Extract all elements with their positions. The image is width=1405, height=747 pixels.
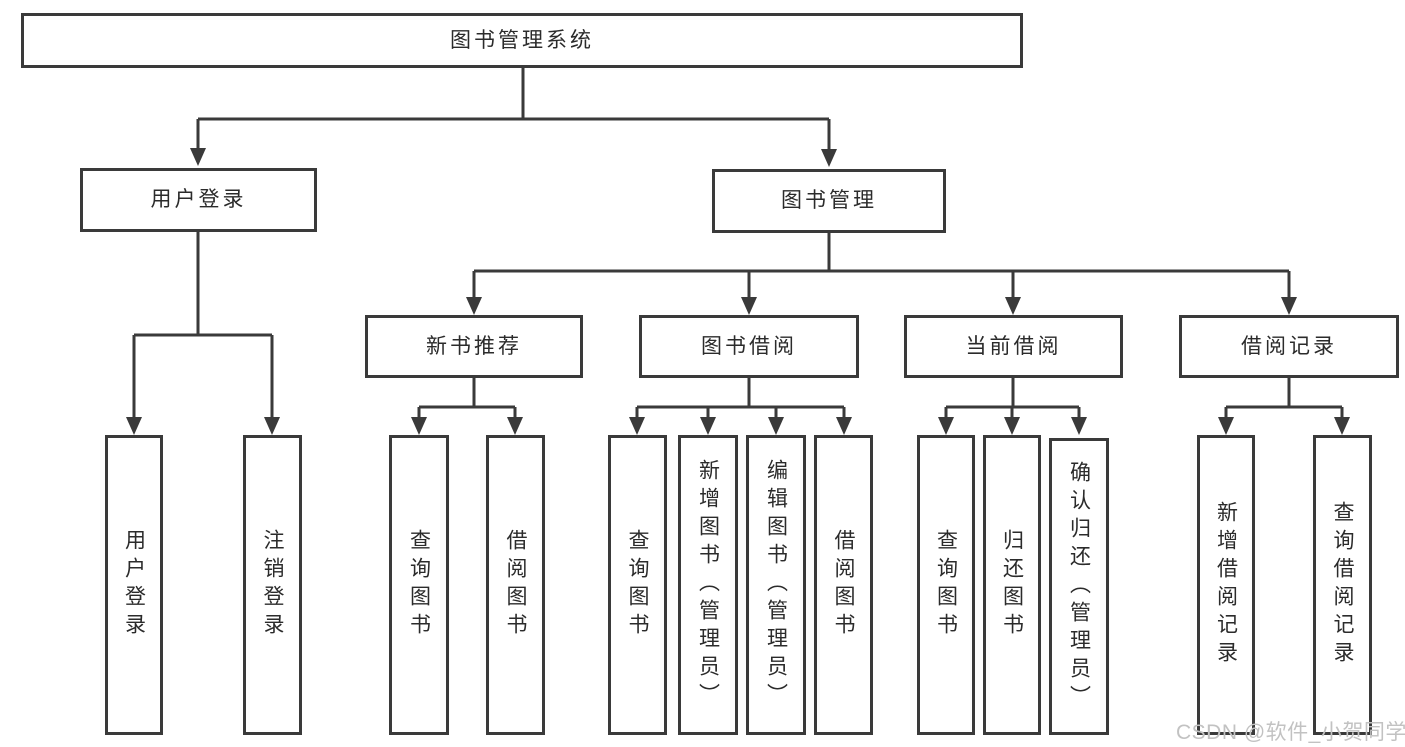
node-book-borrowing: 图书借阅 [639, 315, 859, 378]
node-borrowing-records: 借阅记录 [1179, 315, 1399, 378]
leaf-query-borrow-record: 查询借阅记录 [1313, 435, 1372, 735]
leaf-query-books-recommend: 查询图书 [389, 435, 449, 735]
leaf-user-login: 用户登录 [105, 435, 163, 735]
leaf-borrow-books-borrowing: 借阅图书 [814, 435, 873, 735]
leaf-query-books-borrowing: 查询图书 [608, 435, 667, 735]
leaf-return-books: 归还图书 [983, 435, 1041, 735]
node-user-login: 用户登录 [80, 168, 317, 232]
node-current-borrowing: 当前借阅 [904, 315, 1123, 378]
leaf-edit-books-admin: 编辑图书（管理员） [746, 435, 806, 735]
csdn-watermark: CSDN @软件_小贺同学 [1176, 721, 1405, 744]
leaf-add-books-admin: 新增图书（管理员） [678, 435, 738, 735]
leaf-borrow-books-recommend: 借阅图书 [486, 435, 545, 735]
node-new-book-recommendation: 新书推荐 [365, 315, 583, 378]
node-book-management: 图书管理 [712, 169, 946, 233]
leaf-confirm-return-admin: 确认归还（管理员） [1049, 438, 1109, 735]
leaf-add-borrow-record: 新增借阅记录 [1197, 435, 1255, 735]
leaf-logout: 注销登录 [243, 435, 302, 735]
leaf-query-books-current: 查询图书 [917, 435, 975, 735]
node-library-management-system: 图书管理系统 [21, 13, 1023, 68]
